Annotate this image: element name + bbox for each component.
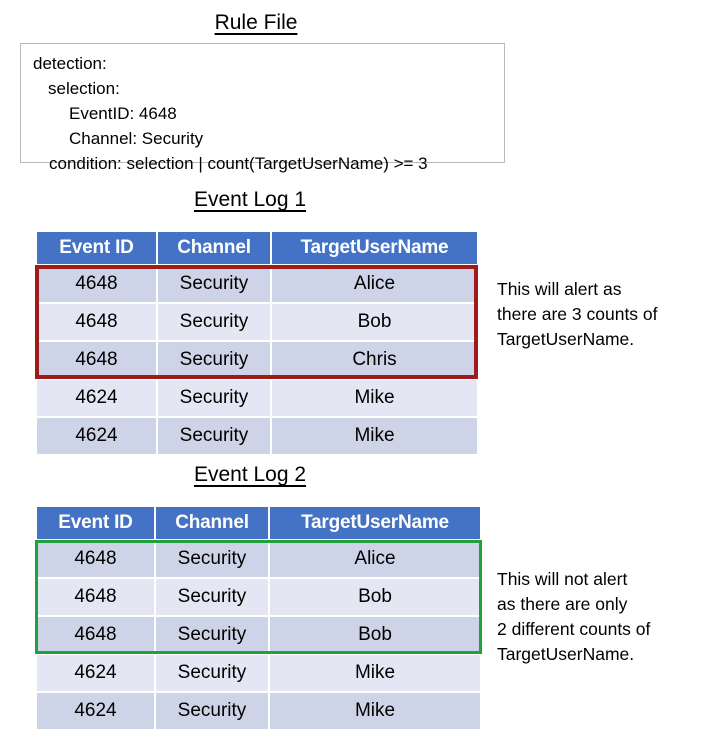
cell-channel: Security (155, 654, 270, 693)
rule-line-channel: Channel: Security (69, 129, 204, 148)
rule-line-condition: condition: selection | count(TargetUserN… (49, 154, 428, 173)
table-row: 4624 Security Mike (37, 654, 480, 693)
cell-channel: Security (155, 578, 270, 617)
cell-event-id: 4648 (37, 540, 156, 579)
cell-targetusername: Chris (271, 341, 477, 380)
cell-event-id: 4648 (37, 578, 156, 617)
table-row: 4624 Security Mike (37, 417, 477, 454)
table-row: 4648 Security Chris (37, 341, 477, 380)
cell-event-id: 4648 (37, 303, 158, 342)
event-log-2-title: Event Log 2 (193, 463, 307, 486)
column-header-event-id: Event ID (37, 232, 158, 266)
cell-channel: Security (157, 341, 272, 380)
table-row: 4648 Security Alice (37, 540, 480, 579)
table-header-row: Event ID Channel TargetUserName (37, 507, 480, 541)
rule-file-content: detection: selection: EventID: 4648 Chan… (21, 44, 504, 172)
cell-event-id: 4624 (37, 692, 156, 729)
event-log-1-table: Event ID Channel TargetUserName 4648 Sec… (37, 232, 477, 454)
annotation-log-1: This will alert as there are 3 counts of… (497, 279, 658, 349)
column-header-channel: Channel (155, 507, 270, 541)
event-log-1-title: Event Log 1 (193, 188, 307, 211)
cell-channel: Security (157, 303, 272, 342)
cell-targetusername: Alice (269, 540, 480, 579)
rule-line-eventid: EventID: 4648 (69, 104, 177, 123)
cell-channel: Security (155, 540, 270, 579)
table-row: 4624 Security Mike (37, 692, 480, 729)
cell-channel: Security (157, 417, 272, 454)
cell-targetusername: Mike (269, 654, 480, 693)
table-row: 4648 Security Alice (37, 265, 477, 304)
cell-targetusername: Mike (271, 417, 477, 454)
rule-line-selection: selection: (48, 79, 120, 98)
cell-targetusername: Bob (269, 578, 480, 617)
table-row: 4624 Security Mike (37, 379, 477, 418)
cell-channel: Security (155, 616, 270, 655)
cell-targetusername: Mike (269, 692, 480, 729)
cell-event-id: 4624 (37, 654, 156, 693)
column-header-targetusername: TargetUserName (269, 507, 480, 541)
rule-file-title: Rule File (214, 11, 298, 34)
rule-line-detection: detection: (33, 54, 107, 73)
column-header-event-id: Event ID (37, 507, 156, 541)
cell-event-id: 4648 (37, 341, 158, 380)
cell-channel: Security (157, 265, 272, 304)
cell-targetusername: Bob (271, 303, 477, 342)
column-header-targetusername: TargetUserName (271, 232, 477, 266)
column-header-channel: Channel (157, 232, 272, 266)
cell-channel: Security (155, 692, 270, 729)
table-header-row: Event ID Channel TargetUserName (37, 232, 477, 266)
cell-event-id: 4624 (37, 417, 158, 454)
cell-targetusername: Bob (269, 616, 480, 655)
table-row: 4648 Security Bob (37, 578, 480, 617)
annotation-log-2: This will not alert as there are only 2 … (497, 569, 651, 664)
table-row: 4648 Security Bob (37, 303, 477, 342)
table-row: 4648 Security Bob (37, 616, 480, 655)
cell-event-id: 4624 (37, 379, 158, 418)
cell-event-id: 4648 (37, 265, 158, 304)
cell-event-id: 4648 (37, 616, 156, 655)
cell-targetusername: Mike (271, 379, 477, 418)
event-log-2-table: Event ID Channel TargetUserName 4648 Sec… (37, 507, 480, 729)
cell-channel: Security (157, 379, 272, 418)
cell-targetusername: Alice (271, 265, 477, 304)
rule-file-box: detection: selection: EventID: 4648 Chan… (20, 43, 505, 172)
